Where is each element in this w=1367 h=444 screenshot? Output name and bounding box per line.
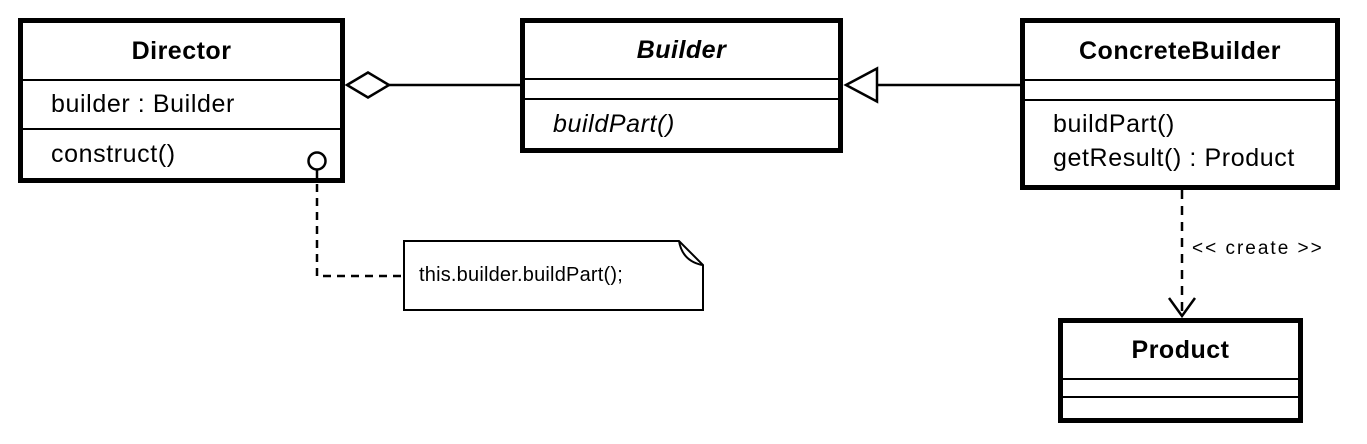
- aggregation-diamond-icon: [344, 71, 392, 99]
- create-arrowhead-icon: [1167, 297, 1197, 319]
- class-title-builder: Builder: [525, 23, 838, 80]
- class-box-director: Director builder : Builder construct(): [18, 18, 345, 183]
- note-text: this.builder.buildPart();: [419, 264, 623, 286]
- create-stereotype-label: << create >>: [1192, 238, 1324, 259]
- class-attribute-director-builder: builder : Builder: [23, 81, 340, 130]
- generalization-triangle-icon: [843, 66, 879, 104]
- class-methods-concretebuilder: buildPart() getResult() : Product: [1025, 101, 1335, 185]
- class-method-concretebuilder-getresult: getResult() : Product: [1053, 143, 1295, 172]
- class-title-director: Director: [23, 23, 340, 81]
- class-attributes-builder-empty: [525, 80, 838, 100]
- class-attributes-product-empty: [1063, 380, 1298, 398]
- class-method-concretebuilder-buildpart: buildPart(): [1053, 109, 1175, 138]
- class-method-builder-buildpart: buildPart(): [553, 109, 675, 138]
- class-title-concretebuilder: ConcreteBuilder: [1025, 23, 1335, 81]
- class-attributes-concretebuilder-empty: [1025, 81, 1335, 101]
- class-methods-product-empty: [1063, 398, 1298, 418]
- class-box-product: Product: [1058, 318, 1303, 423]
- class-box-builder: Builder buildPart(): [520, 18, 843, 153]
- class-method-director-construct: construct(): [51, 139, 176, 168]
- class-box-concretebuilder: ConcreteBuilder buildPart() getResult() …: [1020, 18, 1340, 190]
- class-title-product: Product: [1063, 323, 1298, 380]
- note-anchor-dashed-line: [315, 170, 401, 278]
